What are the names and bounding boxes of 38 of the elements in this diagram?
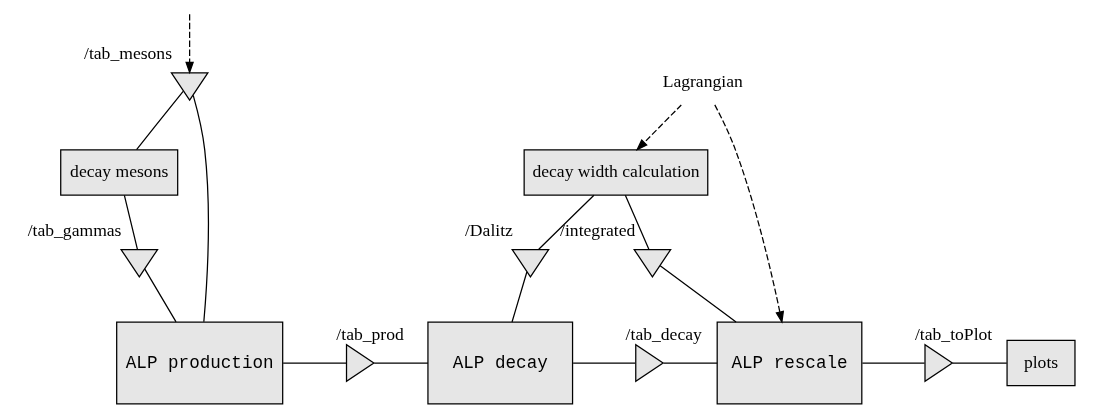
node-box: plots [1006, 339, 1076, 387]
connector [135, 90, 184, 151]
connector [624, 194, 650, 250]
node-triangle [635, 343, 665, 383]
connector [123, 194, 138, 250]
connector [144, 268, 177, 323]
node-label: /tab_mesons [84, 42, 172, 63]
arrow [714, 104, 785, 324]
connector [282, 362, 347, 364]
connector [662, 362, 718, 364]
node-label: /integrated [560, 219, 636, 240]
connector [659, 265, 737, 323]
connector [572, 362, 636, 364]
connector [538, 194, 595, 250]
node-label: /tab_prod [336, 323, 404, 344]
node-label: /Dalitz [464, 219, 513, 240]
arrow [635, 104, 682, 152]
connector [511, 271, 528, 323]
arrow [185, 13, 195, 75]
connector [373, 362, 429, 364]
node-box: decay mesons [60, 149, 179, 196]
node-label: /tab_gammas [27, 219, 122, 240]
node-box: decay width calculation [523, 149, 709, 196]
node-box: ALP rescale [716, 321, 863, 405]
node-triangle [511, 248, 550, 278]
node-label: /tab_decay [625, 323, 702, 344]
connector [192, 94, 209, 323]
node-text: Lagrangian [662, 70, 743, 91]
node-triangle [119, 248, 159, 278]
connector [951, 362, 1008, 364]
node-triangle [345, 343, 375, 383]
node-box: ALP decay [427, 321, 574, 405]
node-label: /tab_toPlot [915, 323, 993, 344]
node-triangle [924, 343, 954, 383]
node-box: ALP production [116, 321, 284, 405]
node-triangle [633, 248, 672, 278]
node-triangle [170, 72, 210, 102]
connector [861, 362, 926, 364]
